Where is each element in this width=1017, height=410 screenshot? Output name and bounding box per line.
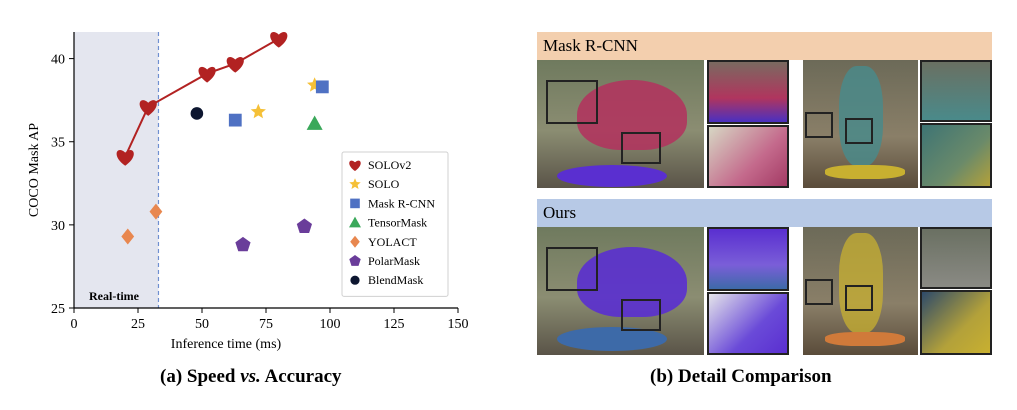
legend-marker-solov2 [349,160,361,171]
legend-marker-tensormask [349,216,361,228]
yolact-point [121,228,135,245]
skater-photo-ours [803,227,918,355]
ours-band: Ours [537,199,992,227]
skater-photo-maskrcnn [803,60,918,188]
legend-marker-polarmask [349,255,361,266]
realtime-label: Real-time [89,289,140,303]
solo-point [250,103,266,119]
x-tick-label: 50 [195,317,209,332]
skater-zoom-2-maskrcnn [920,123,992,188]
legend-label-yolact: YOLACT [368,235,417,249]
legend-marker-blendmask [349,274,361,286]
y-tick-label: 40 [51,53,65,68]
yolact-point [149,203,163,220]
y-tick-label: 35 [51,136,65,151]
legend-marker-yolact [350,235,360,248]
tensormask-point [306,115,323,130]
speed-accuracy-chart: Real-time 0 25 50 75 100 125 150 25 30 35 40Inferen… [27,32,469,352]
detail-comparison-panel: Mask R-CNN Ours [537,32,992,357]
legend-label-mask-r-cnn: Mask R-CNN [368,196,435,210]
solov2-point [139,100,157,116]
caption-detail-comparison: (b) Detail Comparison [650,366,832,387]
polarmask-point [235,236,251,252]
legend-marker-solo [349,178,361,190]
solov2-point [198,66,216,83]
legend-label-solov2: SOLOv2 [368,158,411,172]
bird-photo-ours [537,227,704,355]
ours-label: Ours [543,203,577,222]
realtime-region [74,32,159,308]
legend-label-blendmask: BlendMask [368,273,423,287]
x-tick-label: 125 [384,317,405,332]
mask-rcnn-band: Mask R-CNN [537,32,992,60]
legend-label-polarmask: PolarMask [368,254,420,268]
caption-speed-accuracy: (a) Speed vs. Accuracy [160,366,342,387]
y-tick-label: 25 [51,302,65,317]
legend-box [341,151,449,297]
legend-label-tensormask: TensorMask [368,216,427,230]
skater-zoom-2-ours [920,290,992,355]
legend-marker-mask-r-cnn [350,198,360,209]
y-axis-label: COCO Mask AP [27,123,42,217]
x-tick-label: 100 [320,317,341,332]
x-tick-label: 25 [131,317,145,332]
x-tick-label: 0 [71,317,78,332]
bird-photo-maskrcnn [537,60,704,188]
y-tick-label: 30 [51,219,65,234]
blendmask-point [189,106,205,121]
mask-rcnn-label: Mask R-CNN [543,36,638,55]
solov2-point [270,32,288,48]
polarmask-point [296,218,313,233]
bird-zoom-2-ours [707,292,789,355]
bird-zoom-1-ours [707,227,789,291]
bird-zoom-2-maskrcnn [707,125,789,188]
bird-zoom-1-maskrcnn [707,60,789,124]
skater-zoom-1-maskrcnn [920,60,992,122]
mask-r-cnn-point [315,80,329,94]
x-tick-label: 75 [259,317,273,332]
mask-r-cnn-point [228,113,242,127]
legend-label-solo: SOLO [368,177,400,191]
solov2-point [116,150,134,166]
x-axis-label: Inference time (ms) [171,337,282,352]
x-tick-label: 150 [448,317,469,332]
solov2-point [226,56,244,73]
skater-zoom-1-ours [920,227,992,289]
